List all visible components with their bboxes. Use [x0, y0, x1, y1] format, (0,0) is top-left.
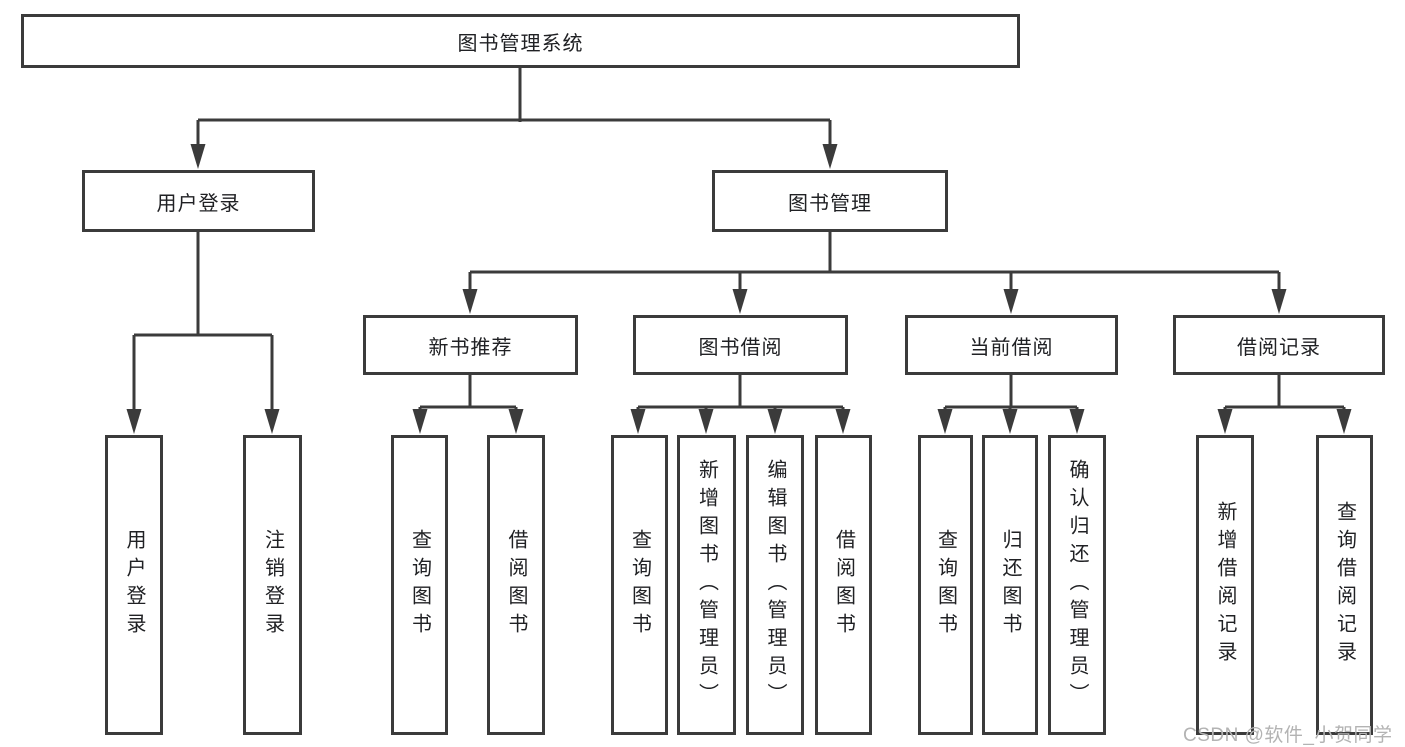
- leaf-confirm-return-admin: 确认归还（管理员）: [1048, 435, 1106, 735]
- node-book-borrowing: 图书借阅: [633, 315, 848, 375]
- leaf-query-books-borrowing: 查询图书: [611, 435, 668, 735]
- leaf-add-books-admin: 新增图书（管理员）: [677, 435, 736, 735]
- arrowheads: [126, 144, 1352, 434]
- leaf-add-borrow-record: 新增借阅记录: [1196, 435, 1254, 735]
- leaf-query-books-recommend: 查询图书: [391, 435, 448, 735]
- csdn-watermark: CSDN @软件_小贺同学: [1183, 725, 1393, 746]
- leaf-edit-books-admin: 编辑图书（管理员）: [746, 435, 804, 735]
- leaf-user-login: 用户登录: [105, 435, 163, 735]
- leaf-borrow-books-borrowing: 借阅图书: [815, 435, 872, 735]
- node-borrowing-records: 借阅记录: [1173, 315, 1385, 375]
- leaf-query-books-current: 查询图书: [918, 435, 973, 735]
- node-book-management: 图书管理: [712, 170, 948, 232]
- leaf-query-borrow-record: 查询借阅记录: [1316, 435, 1373, 735]
- leaf-logout: 注销登录: [243, 435, 302, 735]
- node-current-borrowing: 当前借阅: [905, 315, 1118, 375]
- leaf-return-books: 归还图书: [982, 435, 1038, 735]
- node-user-login: 用户登录: [82, 170, 315, 232]
- node-new-book-recommend: 新书推荐: [363, 315, 578, 375]
- node-library-management-system: 图书管理系统: [21, 14, 1020, 68]
- leaf-borrow-books-recommend: 借阅图书: [487, 435, 545, 735]
